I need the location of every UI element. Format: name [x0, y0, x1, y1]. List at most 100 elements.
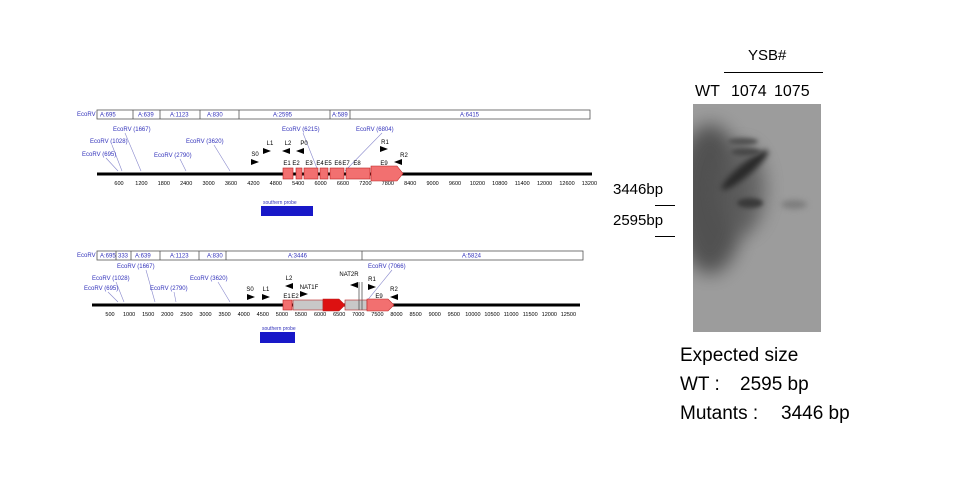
ysb-group-line [724, 72, 823, 73]
scale-tick-label: 1000 [123, 312, 135, 318]
primer-arrow-icon [394, 159, 402, 165]
feature-label: NAT2R [339, 272, 359, 278]
scale-tick-label: 7200 [359, 181, 371, 187]
expected-mut-label: Mutants : [680, 403, 759, 424]
ecorv-site-leader [365, 269, 393, 303]
ecorv-site-leader [173, 291, 177, 303]
scale-tick-label: 3500 [218, 312, 230, 318]
scale-tick-label: 8400 [404, 181, 416, 187]
expected-mut-value: 3446 bp [781, 403, 850, 424]
southern-probe-label: southern probe [263, 200, 297, 206]
scale-tick-label: 9600 [449, 181, 461, 187]
scale-tick-label: 4500 [257, 312, 269, 318]
primer-arrow-icon [247, 294, 255, 300]
primer-arrow-icon [300, 291, 308, 297]
primer-arrow-icon [350, 282, 358, 288]
ysb-group-label: YSB# [748, 47, 787, 64]
scale-tick-label: 9000 [429, 312, 441, 318]
scale-tick-label: 5500 [295, 312, 307, 318]
scale-tick-label: 12000 [537, 181, 552, 187]
southern-probe-bar [260, 332, 295, 343]
ecorv-site-label: EcoRV (6215) [282, 127, 320, 133]
ecorv-site-label: EcoRV (695) [82, 152, 116, 158]
fragment-label: A:695 [100, 254, 116, 260]
exon-block-e9 [370, 165, 404, 182]
scale-tick-label: 6000 [314, 181, 326, 187]
fragment-label: A:830 [207, 113, 223, 119]
primer-arrow-icon [380, 146, 388, 152]
fragment-bar [96, 250, 584, 261]
feature-label: E8 [353, 161, 361, 167]
ecorv-site-label: EcoRV (7066) [368, 264, 406, 270]
expected-wt-label: WT : [680, 374, 720, 395]
lane-label-1074: 1074 [731, 83, 767, 100]
blot-band-3446-1074 [737, 198, 763, 208]
feature-label: R2 [400, 153, 408, 159]
scale-tick-label: 4800 [270, 181, 282, 187]
ecorv-site-label: EcoRV (6804) [356, 127, 394, 133]
ecorv-site-label: EcoRV (695) [84, 286, 118, 292]
scale-tick-label: 4200 [247, 181, 259, 187]
expected-title: Expected size [680, 345, 799, 366]
ecorv-site-leader [111, 144, 123, 172]
feature-label: E3 [305, 161, 313, 167]
expected-wt-value: 2595 bp [740, 374, 809, 395]
fragment-label: A:589 [332, 113, 348, 119]
ecorv-site-label: EcoRV (1028) [90, 139, 128, 145]
ecorv-site-leader [107, 291, 119, 303]
scale-tick-label: 11500 [523, 312, 538, 318]
scale-tick-label: 5000 [276, 312, 288, 318]
ecorv-site-label: EcoRV (2790) [150, 286, 188, 292]
lane-label-wt: WT [695, 83, 720, 100]
nat-marker-block [322, 298, 346, 312]
fragment-label: A:3446 [288, 254, 308, 260]
scale-tick-label: 6000 [314, 312, 326, 318]
blot-band [731, 148, 761, 156]
scale-tick-label: 6500 [333, 312, 345, 318]
exon-block-e4 [319, 167, 329, 180]
scale-tick-label: 10800 [492, 181, 507, 187]
scale-tick-label: 12000 [542, 312, 557, 318]
fragment-label: A:639 [138, 113, 154, 119]
fragment-label: A:1123 [170, 113, 189, 119]
feature-label: E2 [292, 161, 300, 167]
feature-label: E7 [342, 161, 350, 167]
scale-tick-label: 9000 [426, 181, 438, 187]
scale-tick-label: 3600 [225, 181, 237, 187]
scale-tick-label: 10000 [465, 312, 480, 318]
primer-arrow-icon [368, 284, 376, 290]
marker-label-2595: 2595bp [613, 212, 664, 229]
primer-arrow-icon [285, 283, 293, 289]
feature-label: E1 [283, 294, 291, 300]
southern-probe-label: southern probe [262, 326, 296, 332]
scale-tick-label: 9500 [448, 312, 460, 318]
scale-tick-label: 600 [114, 181, 123, 187]
exon-block-e3 [303, 167, 319, 180]
ecorv-site-label: EcoRV (1667) [117, 264, 155, 270]
ecorv-site-leader [124, 132, 142, 172]
fragment-label: A:5824 [462, 254, 482, 260]
ecorv-site-label: EcoRV (1028) [92, 276, 130, 282]
ecorv-site-leader [217, 281, 231, 303]
feature-label: L1 [263, 287, 270, 293]
feature-label: L2 [286, 276, 293, 282]
feature-label: L2 [285, 141, 292, 147]
scale-tick-label: 3000 [202, 181, 214, 187]
scale-tick-label: 11400 [515, 181, 530, 187]
feature-label: S0 [251, 152, 259, 158]
feature-label: E4 [316, 161, 324, 167]
feature-label: R2 [390, 287, 398, 293]
primer-arrow-icon [251, 159, 259, 165]
scale-tick-label: 7000 [352, 312, 364, 318]
primer-arrow-icon [282, 148, 290, 154]
ecorv-site-label: EcoRV (3620) [190, 276, 228, 282]
ecorv-site-leader [302, 132, 319, 172]
lane-label-1075: 1075 [774, 83, 810, 100]
scale-tick-label: 1500 [142, 312, 154, 318]
enzyme-label: EcoRV [77, 253, 96, 259]
scale-tick-label: 2500 [180, 312, 192, 318]
marker-tick-3446 [655, 205, 675, 206]
